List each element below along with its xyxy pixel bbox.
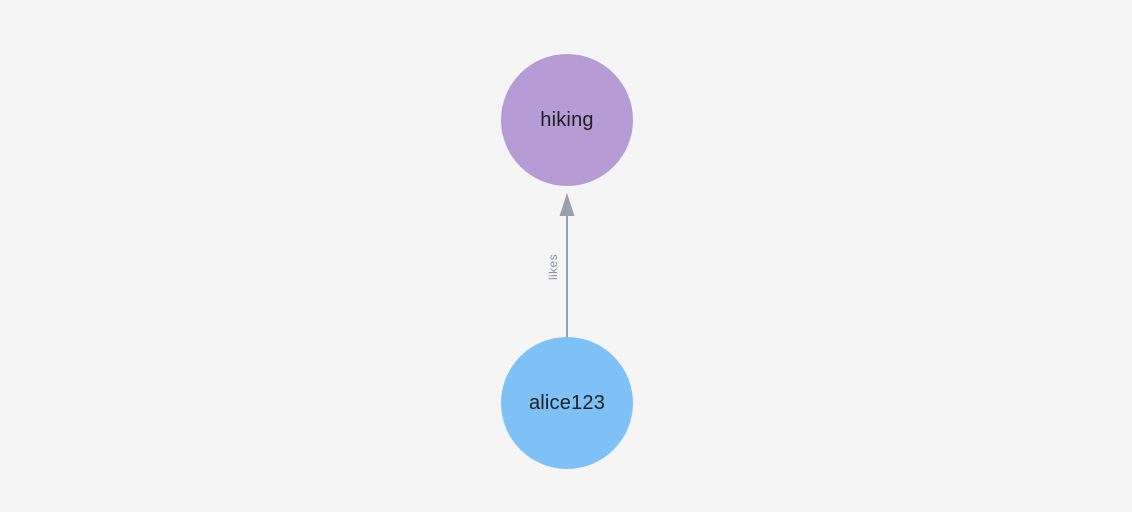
graph-node-alice123[interactable]: alice123 [501,337,633,469]
node-label-hiking: hiking [540,108,594,131]
node-label-alice123: alice123 [528,391,606,414]
edge-label-likes[interactable]: likes [546,253,560,281]
graph-node-hiking[interactable]: hiking [501,54,633,186]
